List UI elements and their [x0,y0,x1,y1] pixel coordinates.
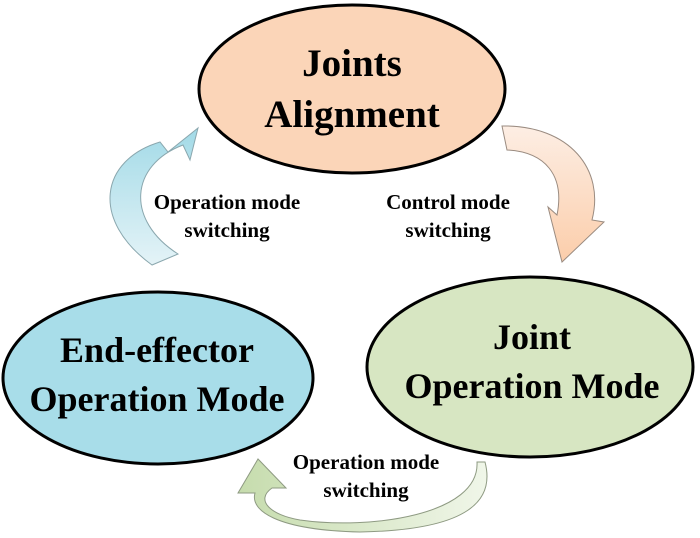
node-end-effector-line2: Operation Mode [30,379,285,419]
edge-label-left-to-top-line2: switching [184,218,270,242]
node-end-effector-line1: End-effector [60,330,254,370]
arrow-right-to-left [237,458,488,533]
node-joint-operation-line2: Operation Mode [405,366,660,406]
edge-label-right-to-left-line2: switching [323,478,409,502]
arrow-left-to-top [109,126,199,266]
node-joints-alignment [197,3,507,175]
node-joint-operation-line1: Joint [493,317,571,357]
edge-label-top-to-right-line2: switching [405,218,491,242]
edge-label-left-to-top-line1: Operation mode [154,190,300,214]
node-end-effector-operation-mode [1,290,315,466]
node-joints-alignment-line2: Alignment [264,93,440,136]
edge-label-top-to-right-line1: Control mode [386,190,510,214]
node-joint-operation-mode [365,275,695,459]
edge-label-right-to-left-line1: Operation mode [293,450,439,474]
node-joints-alignment-line1: Joints [302,42,402,85]
arrow-top-to-right [501,125,606,263]
